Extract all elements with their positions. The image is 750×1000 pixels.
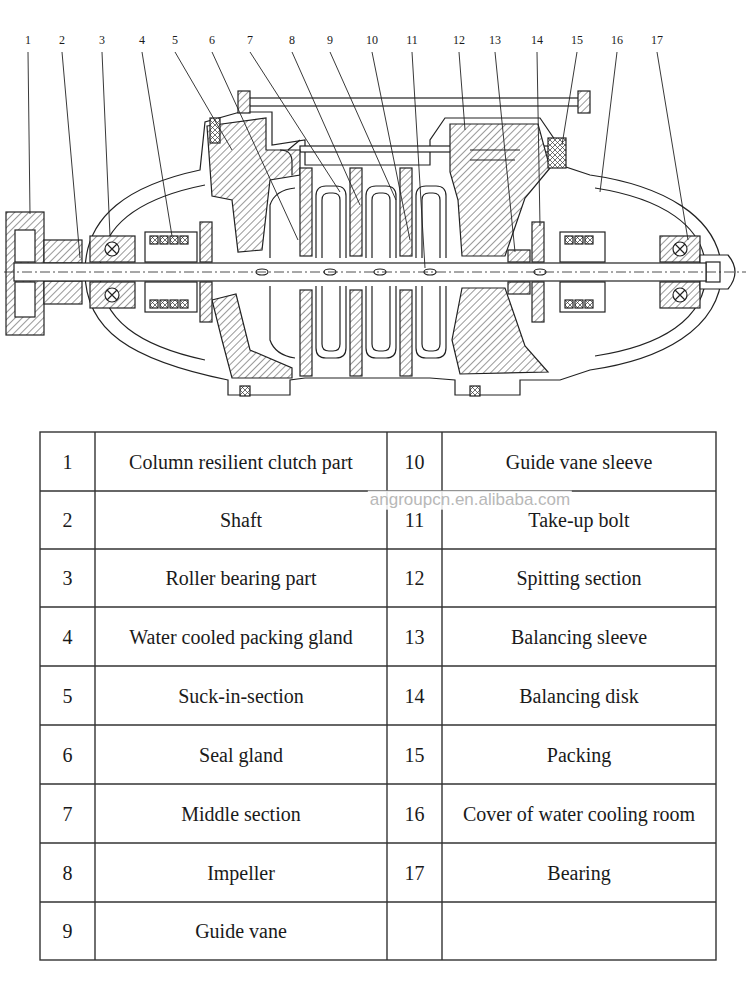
table-number: 17 bbox=[405, 862, 425, 884]
pump-section bbox=[4, 91, 746, 396]
part-name-cell: Cover of water cooling room bbox=[463, 803, 695, 825]
callout-number: 8 bbox=[289, 34, 295, 47]
part-name-cell: Seal gland bbox=[199, 744, 283, 766]
callout-number: 12 bbox=[453, 34, 465, 47]
table-number: 6 bbox=[63, 744, 73, 766]
table-number: 14 bbox=[405, 685, 425, 707]
callout-number: 7 bbox=[247, 34, 253, 47]
callout-number: 5 bbox=[172, 34, 178, 47]
table-number: 7 bbox=[63, 803, 73, 825]
callout-number: 2 bbox=[59, 34, 65, 47]
callout-number: 4 bbox=[139, 34, 145, 47]
callout-number: 15 bbox=[571, 34, 583, 47]
part-name-cell: Water cooled packing gland bbox=[129, 626, 352, 648]
table-number: 15 bbox=[405, 744, 425, 766]
part-name-cell: Column resilient clutch part bbox=[129, 451, 353, 473]
table-number: 4 bbox=[63, 626, 73, 648]
table-number: 5 bbox=[63, 685, 73, 707]
part-name-cell: Balancing disk bbox=[519, 685, 638, 707]
part-name-cell: Take-up bolt bbox=[528, 509, 629, 531]
part-name-cell: Roller bearing part bbox=[165, 567, 316, 589]
table-number: 12 bbox=[405, 567, 425, 589]
part-name-cell: Guide vane bbox=[195, 920, 287, 942]
callout-number: 3 bbox=[99, 34, 105, 47]
table-number: 11 bbox=[405, 509, 424, 531]
callout-number: 17 bbox=[651, 34, 663, 47]
part-name-cell: Middle section bbox=[181, 803, 300, 825]
part-name-cell: Bearing bbox=[547, 862, 610, 884]
watermark: angroupcn.en.alibaba.com bbox=[368, 491, 572, 510]
table-number: 2 bbox=[63, 509, 73, 531]
callout-number: 6 bbox=[209, 34, 215, 47]
part-name-cell: Shaft bbox=[220, 509, 262, 531]
table-number: 13 bbox=[405, 626, 425, 648]
callout-number: 11 bbox=[406, 34, 418, 47]
part-name-cell: Guide vane sleeve bbox=[506, 451, 653, 473]
part-name-cell: Suck-in-section bbox=[178, 685, 304, 707]
table-number: 10 bbox=[405, 451, 425, 473]
callout-number: 9 bbox=[327, 34, 333, 47]
part-name-cell: Packing bbox=[547, 744, 611, 766]
part-name-cell: Balancing sleeve bbox=[511, 626, 647, 648]
table-number: 3 bbox=[63, 567, 73, 589]
table-number: 1 bbox=[63, 451, 73, 473]
callout-number: 16 bbox=[611, 34, 623, 47]
callout-number: 1 bbox=[25, 34, 31, 47]
callout-number: 14 bbox=[531, 34, 543, 47]
part-name-cell: Impeller bbox=[207, 862, 275, 884]
callout-number: 13 bbox=[489, 34, 501, 47]
table-number: 16 bbox=[405, 803, 425, 825]
table-number: 9 bbox=[63, 920, 73, 942]
part-name-cell: Spitting section bbox=[517, 567, 642, 589]
leader-lines bbox=[28, 52, 688, 268]
parts-table bbox=[40, 432, 716, 960]
callout-number: 10 bbox=[366, 34, 378, 47]
table-number: 8 bbox=[63, 862, 73, 884]
